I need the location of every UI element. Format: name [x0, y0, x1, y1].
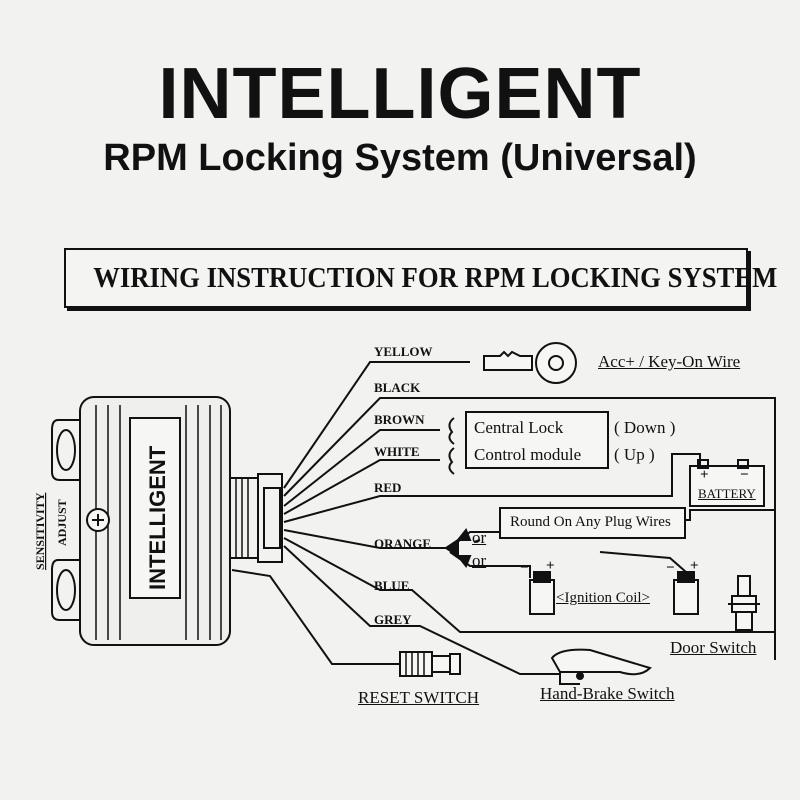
- coil-right-minus: −: [666, 560, 675, 576]
- round-on-label: Round On Any Plug Wires: [510, 514, 671, 530]
- up-label: ( Up ): [614, 445, 655, 464]
- round-on-box: [499, 507, 686, 539]
- coil-right-plus: +: [690, 558, 699, 574]
- coil-left-minus: −: [520, 560, 529, 576]
- or-label-1: or: [472, 528, 487, 547]
- grey-wire: [283, 545, 560, 675]
- central-lock-box: [465, 411, 609, 469]
- blue-wire-label: BLUE: [374, 578, 410, 593]
- red-wire-label: RED: [374, 480, 402, 495]
- red-wire: [283, 453, 701, 523]
- ignition-wire-down: [473, 539, 481, 543]
- battery-plus-label: +: [700, 467, 709, 483]
- door-switch-icon: [728, 575, 760, 631]
- brown-wire-label: BROWN: [374, 412, 425, 427]
- orange-wire: [283, 529, 446, 549]
- module-label-plate: [129, 417, 181, 599]
- ignition-coil-label: <Ignition Coil>: [556, 590, 651, 606]
- reset-switch-wire: [231, 569, 400, 665]
- door-switch-label: Door Switch: [670, 638, 757, 657]
- control-module-label: Control module: [474, 445, 582, 464]
- blue-wire: [283, 537, 775, 633]
- page-title: INTELLIGENT: [158, 54, 642, 134]
- down-label: ( Down ): [614, 418, 676, 437]
- banner-text: WIRING INSTRUCTION FOR RPM LOCKING SYSTE…: [93, 262, 778, 294]
- or-label-2: or: [472, 551, 487, 570]
- white-wire: [283, 459, 440, 515]
- adjust-label: ADJUST: [55, 499, 69, 546]
- hand-brake-label: Hand-Brake Switch: [540, 684, 675, 703]
- white-wire-label: WHITE: [374, 444, 420, 459]
- grey-wire-label: GREY: [374, 612, 412, 627]
- reset-switch-icon: [399, 651, 461, 677]
- black-wire: [283, 397, 776, 660]
- adjuster-knob-top: [51, 419, 80, 481]
- central-lock-label: Central Lock: [474, 418, 564, 437]
- brace-icon: [448, 417, 455, 475]
- coil-left-plus: +: [546, 558, 555, 574]
- reset-switch-label: RESET SWITCH: [358, 688, 480, 707]
- page-subtitle: RPM Locking System (Universal): [103, 137, 697, 179]
- connector-plug: [257, 473, 283, 563]
- key-icon: [483, 342, 577, 384]
- hand-brake-icon: [550, 648, 652, 685]
- instruction-banner: WIRING INSTRUCTION FOR RPM LOCKING SYSTE…: [64, 248, 778, 308]
- battery-icon: [689, 465, 765, 507]
- connector-housing: [229, 477, 259, 559]
- ignition-coil-left-icon: [529, 571, 555, 615]
- brown-wire: [283, 429, 440, 507]
- ignition-coil-right-icon: [673, 571, 699, 615]
- module-name: INTELLIGENT: [145, 445, 170, 590]
- battery-label: BATTERY: [698, 486, 756, 501]
- orange-wire-label: ORANGE: [374, 536, 432, 551]
- acc-key-label: Acc+ / Key-On Wire: [598, 352, 741, 371]
- adjuster-knob-bottom: [51, 559, 80, 621]
- yellow-wire-label: YELLOW: [374, 344, 433, 359]
- battery-minus-label: −: [740, 467, 749, 483]
- yellow-wire: [283, 361, 470, 489]
- black-wire-label: BLACK: [374, 380, 421, 395]
- sensitivity-label: SENSITIVITY: [33, 492, 47, 570]
